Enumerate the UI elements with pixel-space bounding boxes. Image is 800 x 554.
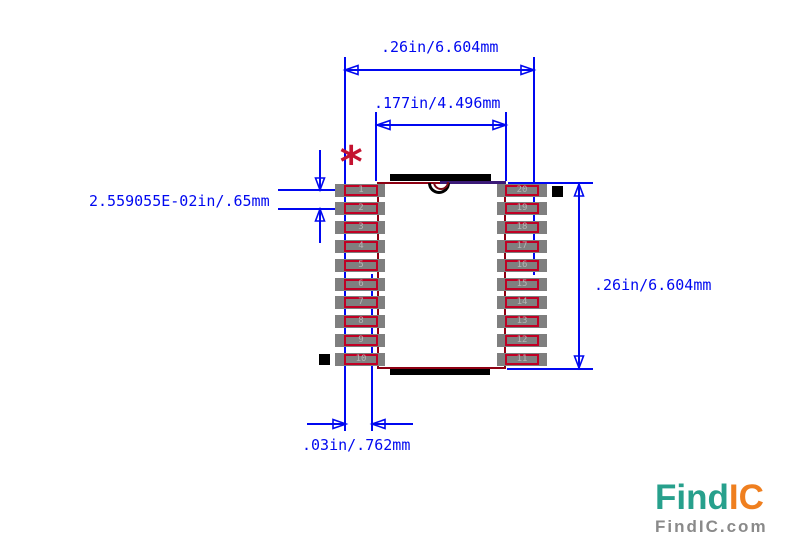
pin-outline-17: 17 — [505, 240, 539, 252]
package-body-outline — [377, 182, 506, 369]
pin-number: 2 — [358, 203, 364, 214]
pin-number: 7 — [358, 297, 364, 308]
marker-square-right — [552, 186, 563, 197]
pin-outline-10: 10 — [344, 353, 378, 365]
pad-2: 2 — [335, 202, 385, 216]
pin-outline-11: 11 — [505, 353, 539, 365]
pad-13: 13 — [497, 315, 547, 329]
pin-outline-7: 7 — [344, 297, 378, 309]
pin-outline-9: 9 — [344, 334, 378, 346]
pad-8: 8 — [335, 315, 385, 329]
pad-10: 10 — [335, 352, 385, 366]
pin-outline-1: 1 — [344, 184, 378, 196]
pin-outline-5: 5 — [344, 259, 378, 271]
marker-square-left — [319, 354, 330, 365]
pad-5: 5 — [335, 258, 385, 272]
pin-outline-8: 8 — [344, 316, 378, 328]
pin-outline-18: 18 — [505, 222, 539, 234]
pad-6: 6 — [335, 277, 385, 291]
pad-20: 20 — [497, 183, 547, 197]
pin-outline-13: 13 — [505, 316, 539, 328]
pin-outline-19: 19 — [505, 203, 539, 215]
pad-12: 12 — [497, 333, 547, 347]
pin-number: 12 — [516, 334, 528, 345]
pad-17: 17 — [497, 239, 547, 253]
pin-outline-3: 3 — [344, 222, 378, 234]
findic-logo-wordmark: FindIC — [655, 480, 785, 516]
logo-text-find: Find — [655, 478, 729, 517]
pin-outline-20: 20 — [505, 184, 539, 196]
pad-16: 16 — [497, 258, 547, 272]
logo-text-ic: IC — [728, 478, 764, 517]
pin-number: 14 — [516, 297, 528, 308]
dim-body-width-label: .177in/4.496mm — [374, 94, 501, 112]
pad-7: 7 — [335, 296, 385, 310]
pin-number: 15 — [516, 278, 528, 289]
dim-side-height-lines — [507, 181, 593, 371]
pin1-notch-inner — [433, 182, 449, 190]
dim-pin-pitch-label: 2.559055E-02in/.65mm — [89, 192, 270, 210]
pad-1: 1 — [335, 183, 385, 197]
dim-body-width-lines — [374, 112, 509, 181]
pad-19: 19 — [497, 202, 547, 216]
pad-15: 15 — [497, 277, 547, 291]
dim-side-height-label: .26in/6.604mm — [594, 276, 712, 294]
body-top-bar — [390, 174, 491, 181]
dim-pad-width-label: .03in/.762mm — [302, 436, 411, 454]
pin-number: 19 — [516, 203, 528, 214]
findic-logo-caption: FindIC.com — [655, 517, 768, 536]
pin-number: 18 — [516, 222, 528, 233]
pin1-notch — [428, 182, 450, 194]
pin-outline-15: 15 — [505, 278, 539, 290]
pin-outline-16: 16 — [505, 259, 539, 271]
pin1-asterisk-marker: * — [338, 137, 365, 188]
pad-9: 9 — [335, 333, 385, 347]
pin-number: 1 — [358, 184, 364, 195]
pin-number: 10 — [355, 353, 367, 364]
pad-11: 11 — [497, 352, 547, 366]
pad-18: 18 — [497, 221, 547, 235]
pin-number: 13 — [516, 316, 528, 327]
pin-outline-4: 4 — [344, 240, 378, 252]
pin-number: 9 — [358, 334, 364, 345]
pad-3: 3 — [335, 221, 385, 235]
pin-outline-6: 6 — [344, 278, 378, 290]
pin-number: 3 — [358, 222, 364, 233]
pin-number: 20 — [516, 184, 528, 195]
findic-logo: FindIC FindIC.com — [655, 480, 785, 536]
pin-number: 11 — [516, 353, 528, 364]
pin-number: 4 — [358, 240, 364, 251]
pin-number: 8 — [358, 316, 364, 327]
dim-top-width-label: .26in/6.604mm — [381, 38, 499, 56]
pin-number: 17 — [516, 240, 528, 251]
pin-outline-14: 14 — [505, 297, 539, 309]
pin-number: 6 — [358, 278, 364, 289]
pad-4: 4 — [335, 239, 385, 253]
pin-outline-12: 12 — [505, 334, 539, 346]
pin-number: 16 — [516, 259, 528, 270]
pin-number: 5 — [358, 259, 364, 270]
pin-outline-2: 2 — [344, 203, 378, 215]
body-top-edge-accent — [440, 181, 506, 184]
body-bottom-bar — [390, 369, 490, 375]
pad-14: 14 — [497, 296, 547, 310]
